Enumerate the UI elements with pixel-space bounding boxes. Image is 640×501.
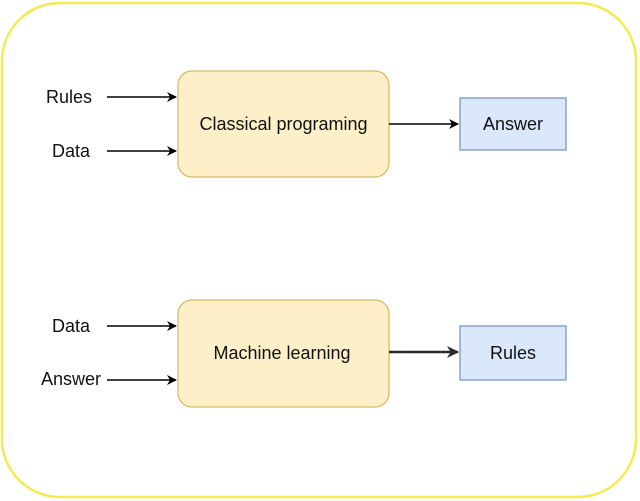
classical-answer-box	[459, 97, 567, 151]
classical-programming-group: Rules Data Classical programing Answer	[46, 70, 567, 178]
machine-learning-group: Data Answer Machine learning Rules	[41, 299, 567, 408]
classical-programming-label: Classical programing	[199, 114, 367, 134]
classical-answer-label: Answer	[483, 114, 543, 134]
classical-input-data-label: Data	[52, 141, 91, 161]
ml-input-data-label: Data	[52, 316, 91, 336]
ml-input-answer-label: Answer	[41, 369, 101, 389]
machine-learning-label: Machine learning	[213, 343, 350, 363]
classical-input-rules-label: Rules	[46, 87, 92, 107]
machine-learning-box	[177, 299, 390, 408]
ml-rules-label: Rules	[490, 343, 536, 363]
ml-rules-box	[459, 325, 567, 381]
